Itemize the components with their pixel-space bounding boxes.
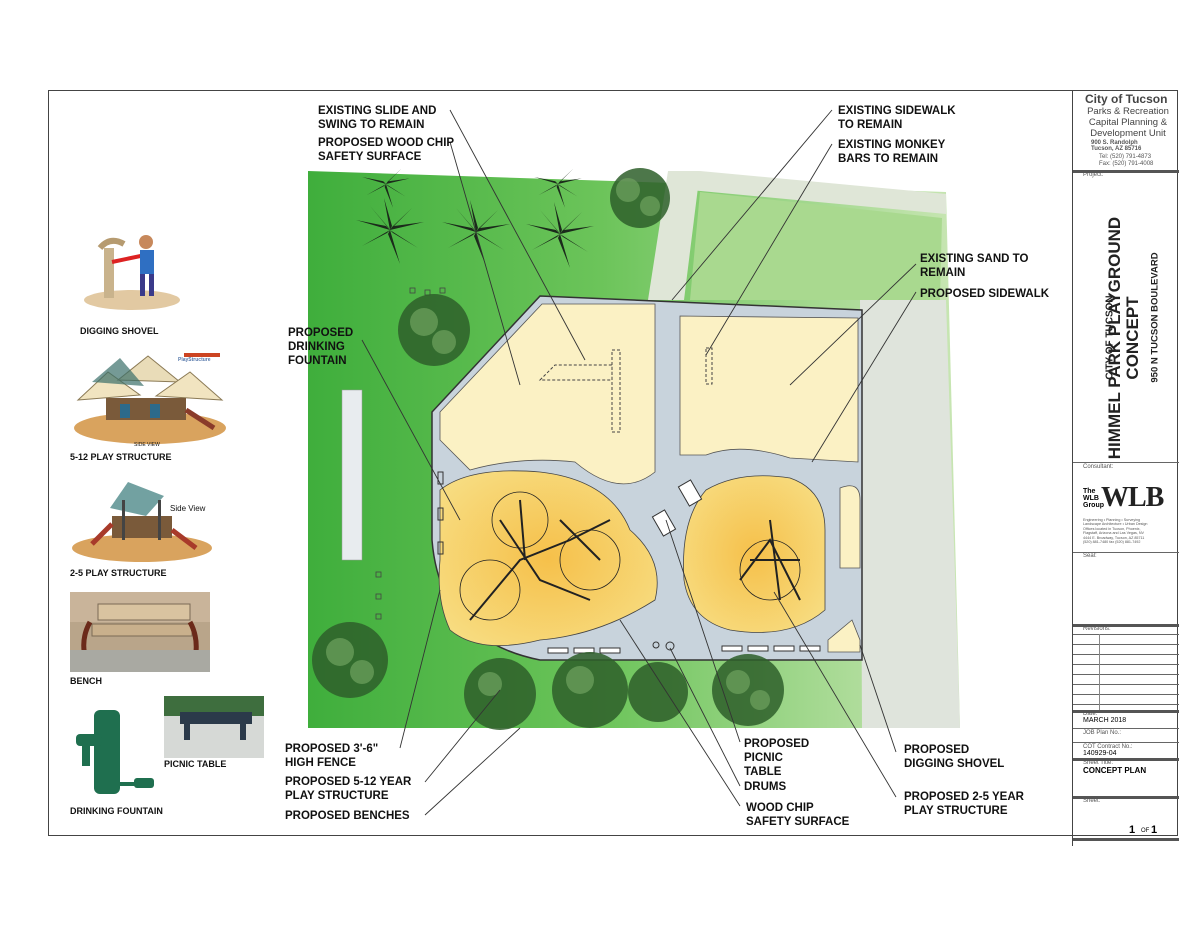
job-plan-label: JOB Plan No.: [1083,730,1122,736]
legend-play-2-5-label: 2-5 PLAY STRUCTURE [70,568,167,578]
org-name: City of Tucson [1085,92,1168,106]
legend-digging-shovel-label: DIGGING SHOVEL [80,326,159,336]
bench-photo [70,592,210,672]
project-label: Project: [1083,172,1104,178]
project-address: 950 N TUCSON BOULEVARD [1149,252,1161,383]
existing-sidewalk [648,171,700,300]
legend-play-5-12-view: SIDE VIEW [134,442,160,448]
sheet-number: 1 [1129,824,1136,836]
callout-proposed-fence: PROPOSED 3'-6"HIGH FENCE [285,743,379,769]
play-zone-2-5 [683,475,826,633]
proposed-sidewalk-right [860,300,960,728]
legend-play-5-12-brand: PlayStructure [178,357,211,363]
legend-play-5-12-label: 5-12 PLAY STRUCTURE [70,452,172,462]
org-tel: Tel: (520) 791-4873 [1099,154,1152,160]
sheet-of: OF [1141,828,1150,834]
picnic-table-photo [164,696,264,758]
revisions-label: Revisions: [1083,626,1111,632]
firm-logo: WLB [1101,482,1164,513]
drinking-fountain-illustration [76,710,154,794]
callout-leader-lines [361,109,917,816]
legend-picnic-table-label: PICNIC TABLE [164,759,227,769]
play-zone-5-12 [438,470,658,646]
digging-shovel-illustration [84,235,180,310]
picnic-tables-plan [651,479,703,537]
existing-slab [341,389,363,561]
drawing-sheet-border [48,90,1178,836]
legend-bench-label: BENCH [70,676,103,686]
org-fax: Fax: (520) 791-4008 [1099,161,1154,167]
play-structure-2-5-illustration [72,482,212,562]
callout-proposed-benches: PROPOSED BENCHES [285,810,410,822]
play-structure-2-5-plan [739,519,801,601]
existing-slide-swing-outline [538,347,713,433]
sheet-title-label: Sheet Title: [1083,760,1114,766]
contract-value: 140929-04 [1083,750,1117,757]
existing-sand-left [439,303,656,485]
contract-label: COT Contract No.: [1083,744,1133,750]
seal-label: Seal: [1083,553,1097,559]
sheet-total: 1 [1151,824,1158,836]
sheet-label: Sheet: [1083,798,1101,804]
date-value: MARCH 2018 [1083,717,1127,724]
existing-sand-right [679,315,859,463]
callout-drums: DRUMS [744,781,787,793]
play-structure-5-12-plan [459,491,621,621]
legend-drinking-fountain-label: DRINKING FOUNTAIN [70,806,163,816]
sheet-title: CONCEPT PLAN [1083,766,1147,775]
legend-play-2-5-view: Side View [170,504,206,513]
play-structure-5-12-illustration [74,355,226,444]
date-label: Date: [1083,711,1098,717]
consultant-label: Consultant: [1083,464,1114,470]
benches-plan [547,645,821,654]
callout-proposed-sidewalk: PROPOSED SIDEWALK [920,288,1050,300]
